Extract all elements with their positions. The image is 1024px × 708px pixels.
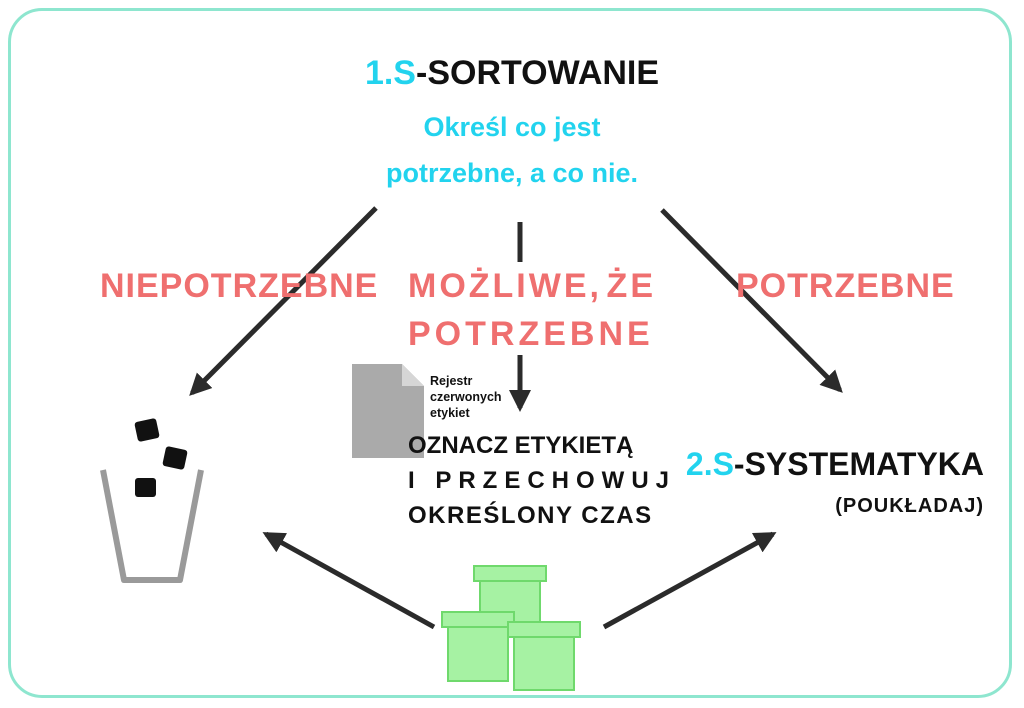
- subtitle: Określ co jest potrzebne, a co nie.: [0, 104, 1024, 196]
- arrow-boxes-to-system: [602, 531, 777, 630]
- boxes-icon: [441, 565, 581, 691]
- title-number: 1.S: [364, 54, 416, 92]
- arrow-to-unneeded: [189, 206, 378, 396]
- document-label: Rejestr czerwonych etykiet: [430, 373, 502, 421]
- action-line-3: OKREŚLONY CZAS: [408, 502, 653, 529]
- subtitle-line-1: Określ co jest: [423, 112, 601, 142]
- category-unneeded: NIEPOTRZEBNE: [100, 267, 379, 305]
- result-subtitle: (POUKŁADAJ): [835, 495, 984, 517]
- diagram-frame: [8, 8, 1012, 698]
- document-label-line-2: czerwonych: [430, 390, 502, 404]
- document-icon: [352, 364, 424, 458]
- title-text: -SORTOWANIE: [416, 54, 660, 92]
- trash-bin-icon: [100, 418, 204, 583]
- category-maybe-line-1: MOŻLIWE, ŻE: [408, 267, 656, 306]
- category-maybe-line-2: POTRZEBNE: [408, 315, 654, 353]
- result-title: 2.S-SYSTEMATYKA: [686, 446, 984, 483]
- document-label-line-1: Rejestr: [430, 374, 473, 388]
- arrow-to-needed: [660, 208, 843, 393]
- category-maybe-word-1: MOŻLIWE,: [408, 267, 602, 305]
- action-line-1: OZNACZ ETYKIETĄ: [408, 432, 634, 459]
- category-needed: POTRZEBNE: [736, 267, 955, 305]
- document-label-line-3: etykiet: [430, 406, 470, 420]
- subtitle-line-2: potrzebne, a co nie.: [385, 158, 639, 188]
- result-text: -SYSTEMATYKA: [733, 446, 984, 482]
- page-title: 1.S-SORTOWANIE: [0, 54, 1024, 93]
- action-line-2: I PRZECHOWUJ: [408, 467, 677, 494]
- category-maybe-word-2: ŻE: [606, 267, 656, 305]
- result-number: 2.S: [685, 446, 734, 482]
- arrow-boxes-to-trash: [262, 531, 436, 630]
- action-text: OZNACZ ETYKIETĄ I PRZECHOWUJ OKREŚLONY C…: [408, 428, 676, 533]
